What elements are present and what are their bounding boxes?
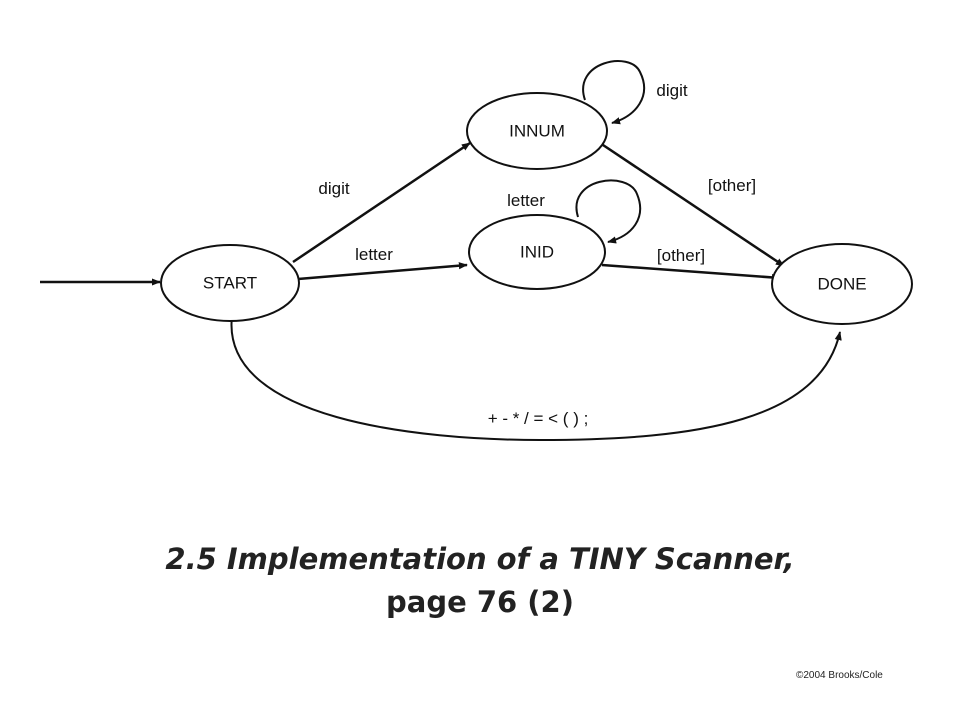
node-start: START [160,244,300,322]
copyright-notice: ©2004 Brooks/Cole [796,670,883,681]
loop-inid [575,179,642,244]
node-done: DONE [771,243,913,325]
label-inid-loop: letter [507,191,545,210]
edge-start-to-innum [292,141,471,264]
label-start-to-inid: letter [355,245,393,264]
node-inid-label: INID [520,242,554,261]
node-done-label: DONE [817,274,866,293]
node-inid: INID [468,214,606,290]
edge-inid-to-done [601,263,781,282]
loop-innum [582,60,646,125]
node-start-label: START [203,273,257,292]
page-title: 2.5 Implementation of a TINY Scanner, [165,542,795,576]
label-innum-to-done: [other] [708,176,756,195]
label-innum-loop: digit [656,81,687,100]
node-innum: INNUM [466,92,608,170]
label-start-to-done: + - * / = < ( ) ; [488,409,589,428]
edge-innum-to-done [599,141,785,268]
edge-start-to-done [230,315,842,442]
edge-start-to-inid [297,262,468,281]
label-inid-to-done: [other] [657,246,705,265]
label-start-to-innum: digit [318,179,349,198]
page-subtitle: page 76 (2) [386,585,574,619]
node-innum-label: INNUM [509,121,565,140]
